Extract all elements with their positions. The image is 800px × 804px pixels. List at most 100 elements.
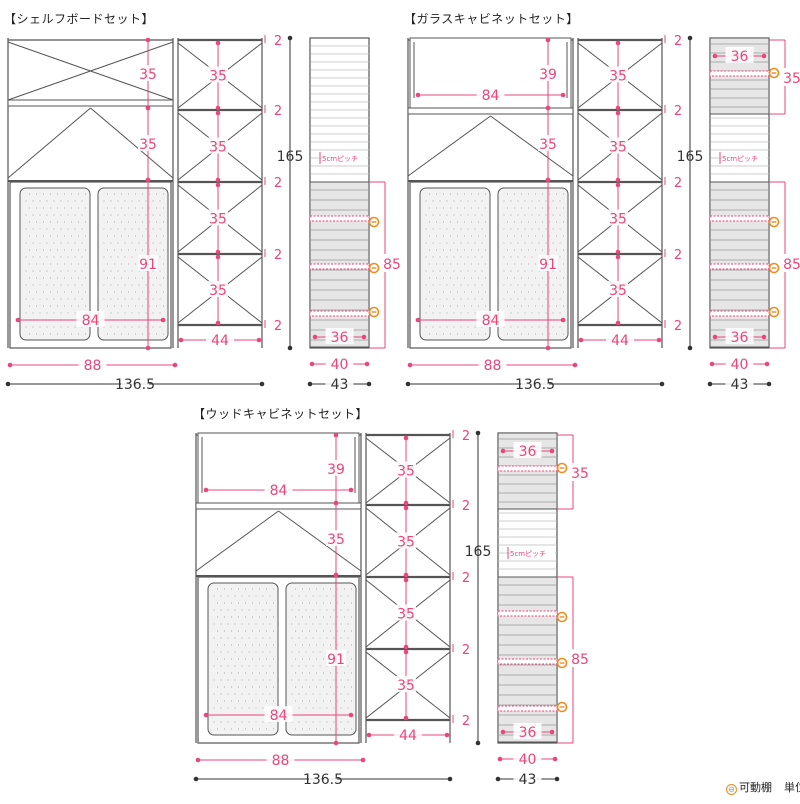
pattern-dot — [248, 623, 250, 625]
pattern-dot — [248, 679, 250, 681]
dim-label-bg — [777, 68, 800, 86]
pattern-dot — [308, 602, 311, 604]
pattern-dot — [255, 721, 257, 723]
pattern-dot — [517, 270, 519, 272]
pattern-dot — [333, 637, 335, 639]
pattern-dot — [131, 312, 133, 314]
dim-dot — [415, 317, 421, 323]
pattern-dot — [425, 228, 427, 230]
pattern-dot — [25, 214, 27, 216]
pattern-dot — [84, 221, 87, 223]
pattern-dot — [470, 333, 473, 335]
pattern-dot — [301, 658, 304, 660]
pattern-dot — [234, 651, 236, 653]
pattern-dot — [244, 658, 247, 660]
pattern-dot — [449, 193, 452, 195]
pattern-dot — [456, 333, 459, 335]
pattern-dot — [117, 200, 119, 202]
pattern-dot — [106, 207, 109, 209]
pattern-dot — [131, 214, 133, 216]
pattern-dot — [39, 326, 41, 328]
pattern-dot — [467, 242, 469, 244]
pattern-dot — [453, 312, 455, 314]
pattern-dot — [322, 700, 325, 702]
pattern-dot — [477, 333, 480, 335]
pattern-dot — [435, 207, 438, 209]
pattern-dot — [559, 200, 561, 202]
pattern-dot — [326, 693, 328, 695]
pattern-dot — [148, 249, 151, 251]
pattern-dot — [333, 679, 335, 681]
pattern-dot — [32, 228, 34, 230]
pattern-dot — [117, 298, 119, 300]
pattern-dot — [255, 693, 257, 695]
pattern-dot — [138, 228, 140, 230]
pattern-dot — [134, 263, 137, 265]
pattern-dot — [74, 270, 76, 272]
pattern-dot — [155, 277, 158, 279]
dim-dot — [659, 381, 665, 387]
pattern-dot — [77, 277, 80, 279]
pattern-dot — [272, 588, 275, 590]
pattern-dot — [555, 249, 558, 251]
pattern-dot — [545, 298, 547, 300]
pattern-dot — [49, 249, 52, 251]
pattern-dot — [291, 693, 293, 695]
pattern-dot — [510, 214, 512, 216]
pattern-dot — [343, 588, 346, 590]
dim-label-bg — [326, 650, 346, 666]
pattern-dot — [113, 221, 116, 223]
pattern-dot — [531, 326, 533, 328]
pattern-dot — [474, 298, 476, 300]
pattern-dot — [442, 291, 445, 293]
pattern-dot — [134, 235, 137, 237]
pattern-dot — [106, 305, 109, 307]
cabinet-door-right — [497, 187, 569, 341]
pattern-dot — [32, 200, 34, 202]
pattern-dot — [60, 326, 62, 328]
pattern-dot — [350, 658, 353, 660]
pattern-dot — [534, 333, 537, 335]
pattern-dot — [467, 256, 469, 258]
dim-rack-h: 35 — [209, 69, 227, 85]
pattern-dot — [113, 305, 116, 307]
pattern-dot — [237, 630, 240, 632]
pattern-dot — [541, 221, 544, 223]
pattern-dot — [127, 193, 130, 195]
pattern-dot — [272, 658, 275, 660]
pattern-dot — [56, 207, 59, 209]
pattern-dot — [432, 200, 434, 202]
pattern-dot — [513, 235, 516, 237]
movable-shelf-line — [309, 263, 370, 270]
pattern-dot — [460, 284, 462, 286]
pattern-dot — [244, 630, 247, 632]
pattern-dot — [442, 235, 445, 237]
pattern-dot — [456, 235, 459, 237]
dim-dot — [560, 92, 566, 98]
pattern-dot — [234, 609, 236, 611]
cross-brace — [90, 107, 174, 179]
door-dot-pattern — [425, 193, 487, 335]
pattern-dot — [265, 700, 268, 702]
pattern-dot — [474, 214, 476, 216]
pattern-dot — [42, 263, 45, 265]
pattern-dot — [32, 312, 34, 314]
pattern-dot — [552, 284, 554, 286]
pattern-dot — [541, 305, 544, 307]
pattern-dot — [524, 200, 526, 202]
pattern-dot — [272, 644, 275, 646]
pattern-dot — [541, 277, 544, 279]
pattern-dot — [63, 305, 66, 307]
pattern-dot — [39, 228, 41, 230]
dim-rack-h: 35 — [609, 283, 627, 299]
dim-dot — [712, 53, 718, 59]
dim-label-bg — [476, 86, 505, 102]
pattern-dot — [155, 291, 158, 293]
dim-label-bg — [208, 137, 228, 154]
pattern-dot — [77, 263, 80, 265]
pattern-dot — [308, 728, 311, 730]
pattern-dot — [329, 602, 332, 604]
legend: ⊖可動棚単位：cm — [726, 779, 800, 795]
dim-dot — [160, 317, 166, 323]
pattern-dot — [446, 228, 448, 230]
